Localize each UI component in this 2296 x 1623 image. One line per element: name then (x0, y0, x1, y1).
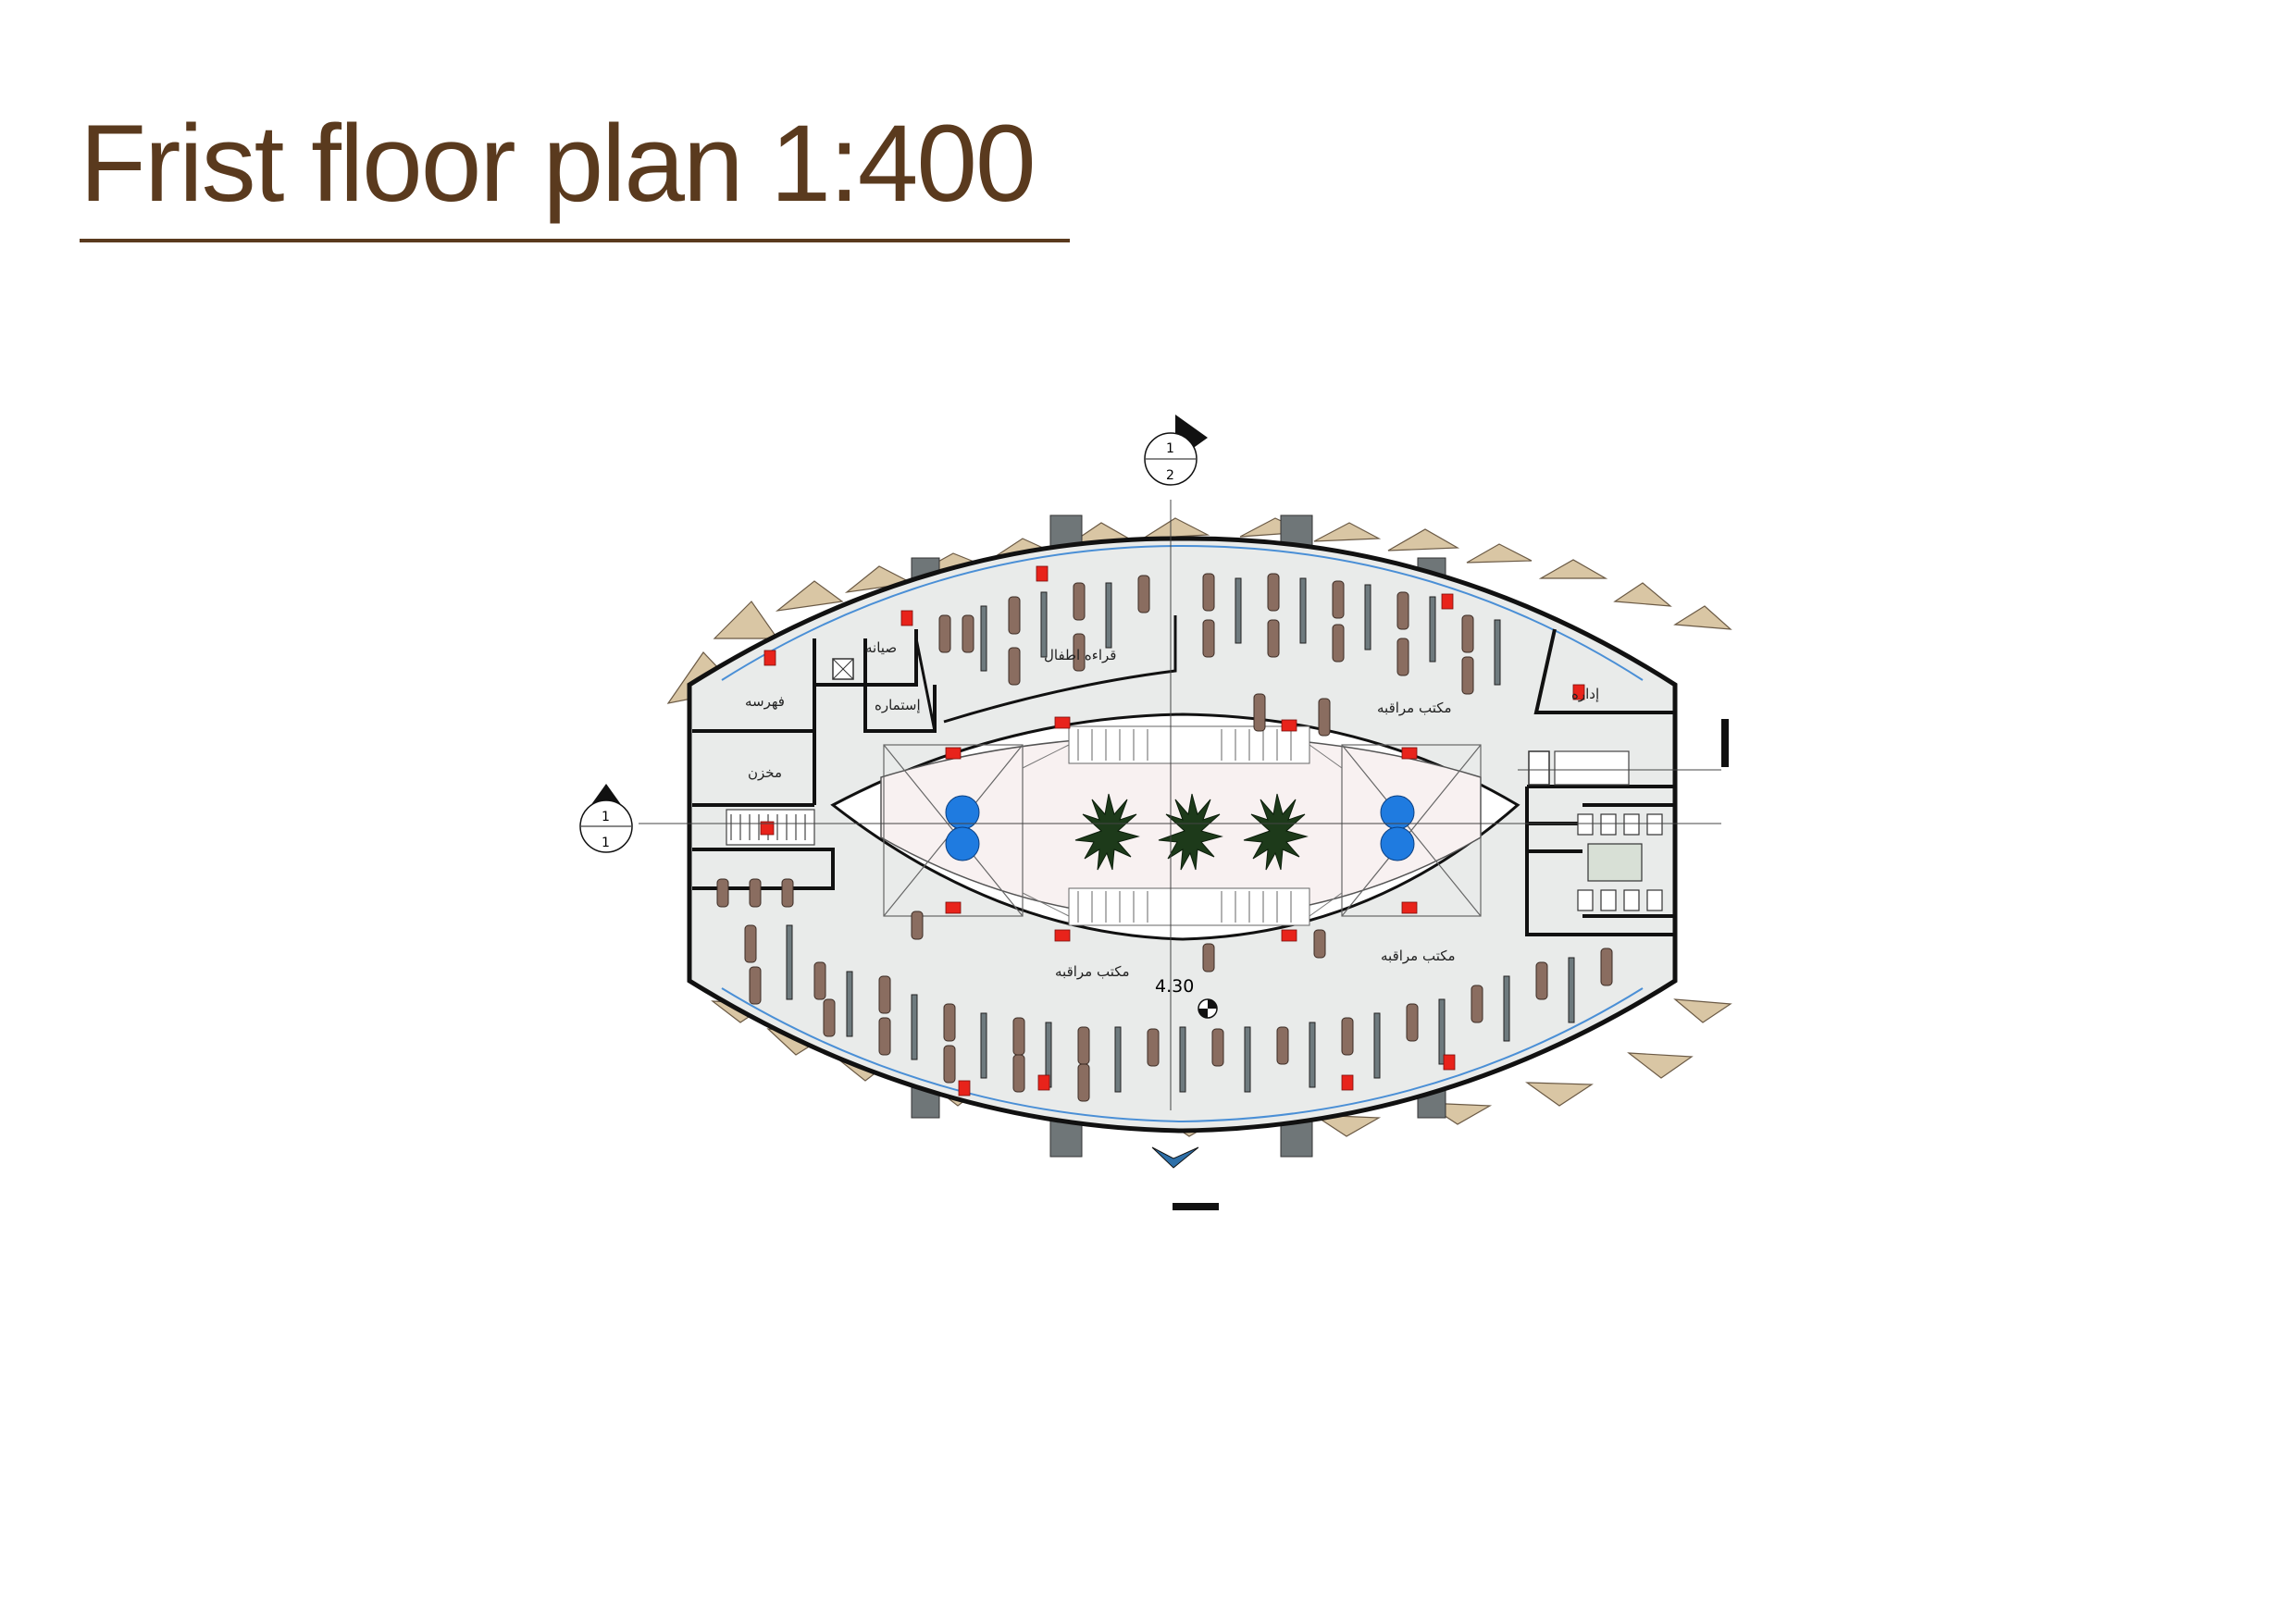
room-storage: مخزن (748, 764, 782, 781)
section-end-bottom (1173, 1203, 1219, 1210)
room-admin: إداره (1571, 686, 1599, 702)
room-maintenance: صيانه (865, 639, 897, 656)
section-left-sheet: 1 (602, 836, 610, 850)
room-kids-reading: قراءه اطفال (1044, 647, 1116, 663)
page-title: Frist floor plan 1:400 (80, 103, 1036, 225)
section-marker-left (579, 784, 633, 853)
room-forms: إستماره (875, 697, 921, 713)
reading-tables-bottom (716, 878, 1613, 1102)
atrium-stairs (1068, 725, 1310, 926)
section-top-sheet: 2 (1166, 468, 1174, 483)
room-supervisor-office-bottom-left: مكتب مراقبه (1055, 963, 1130, 980)
bookshelves (786, 577, 1575, 1093)
room-supervisor-office-bottom-right: مكتب مراقبه (1381, 948, 1456, 964)
curtain-wall (721, 544, 1644, 1123)
section-marker-top (1144, 415, 1208, 486)
stair-right (1554, 750, 1630, 786)
room-catalog: فهرسه (745, 693, 785, 710)
view-arrow-icon (1151, 1146, 1199, 1169)
right-rooms (1525, 628, 1675, 936)
level-marker (1198, 998, 1218, 1019)
section-left-num: 1 (602, 810, 610, 824)
red-columns (760, 565, 1585, 1096)
reading-tables-top (938, 573, 1474, 737)
section-end-right (1721, 719, 1729, 767)
pools (945, 795, 1415, 861)
elevator-right (1528, 750, 1550, 786)
room-supervisor-office-top: مكتب مراقبه (1377, 700, 1452, 716)
kids-reading-wall (914, 615, 1177, 732)
left-rooms (692, 629, 937, 890)
section-top-num: 1 (1166, 441, 1174, 456)
toilets (1577, 813, 1663, 911)
title-underline (80, 239, 1070, 242)
palm-tree-icon (1074, 793, 1309, 871)
level-label: 4.30 (1155, 976, 1194, 997)
